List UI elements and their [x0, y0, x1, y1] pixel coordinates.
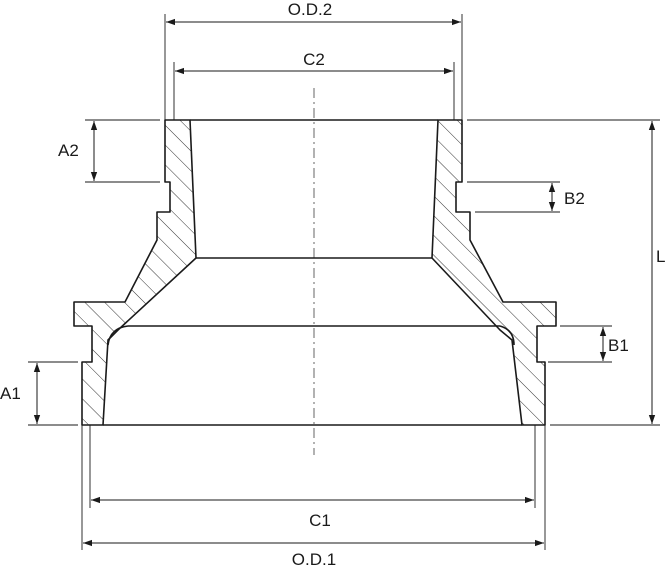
right-bore-fillet	[499, 325, 515, 346]
c2-label: C2	[303, 50, 325, 69]
a1-label: A1	[0, 384, 21, 403]
l-label: L	[656, 247, 665, 266]
c1-label: C1	[309, 511, 331, 530]
a2-label: A2	[58, 141, 79, 160]
b2-label: B2	[564, 189, 585, 208]
b1-label: B1	[608, 336, 629, 355]
right-wall-section	[431, 119, 557, 426]
left-bore-fillet	[107, 325, 129, 346]
od2-label: O.D.2	[288, 0, 332, 19]
od1-label: O.D.1	[292, 550, 336, 568]
left-wall-section	[73, 119, 197, 426]
